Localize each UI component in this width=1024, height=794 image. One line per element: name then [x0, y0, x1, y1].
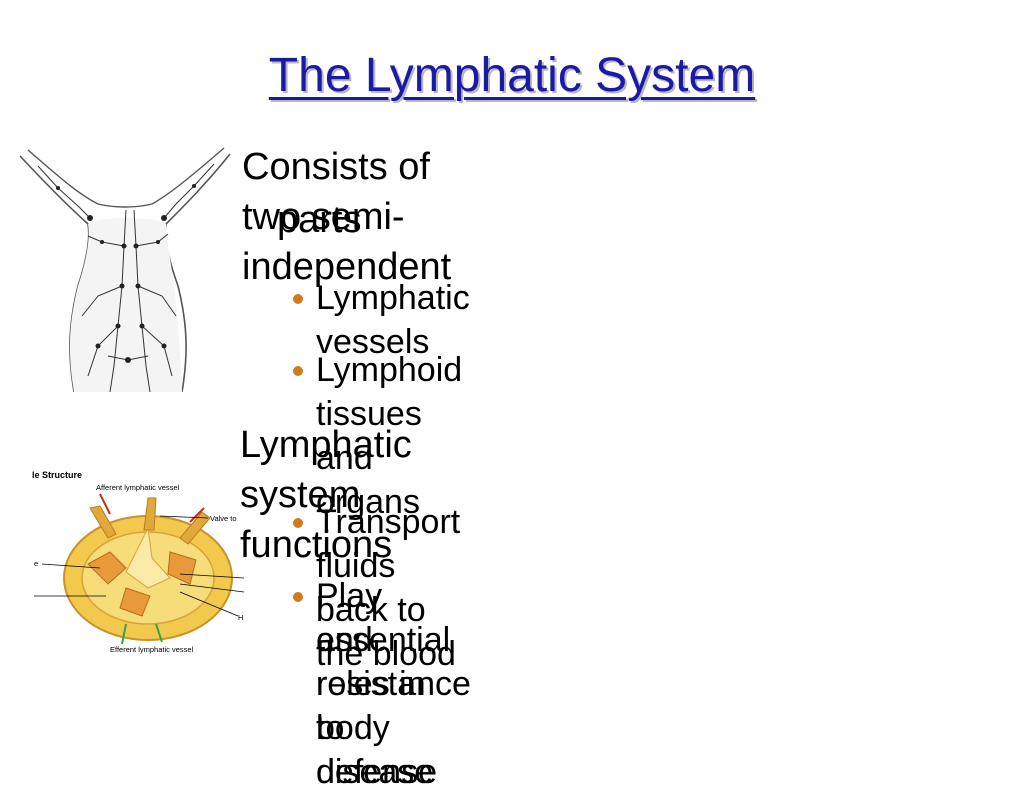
bullet-1-line2: parts [277, 199, 362, 241]
sub-bullet-dot [293, 592, 303, 602]
bullet-1-line1: Consists of two semi-independent [242, 146, 452, 288]
label-h: H [238, 613, 243, 622]
sub-bullet-dot [293, 518, 303, 528]
slide-title-text: The Lymphatic System [268, 49, 756, 102]
sub-bullet-lymphoid-tissues: Lymphoid tissues and organs [316, 351, 463, 521]
label-afferent: Afferent lymphatic vessel [96, 483, 180, 492]
label-e: e [34, 559, 38, 568]
body-lymphatic-illustration [18, 146, 232, 392]
bullet-2: Lymphatic system functions [240, 424, 412, 566]
label-efferent: Efferent lymphatic vessel [110, 645, 194, 654]
slide-title: The Lymphatic System [0, 48, 1024, 103]
sub-bullet-lymphatic-vessels: Lymphatic vessels [316, 279, 470, 361]
sub-bullet-transport-fluids: Transport fluids back to the blood [316, 503, 461, 673]
label-valve: Valve to [210, 514, 237, 523]
sub-bullet-dot [293, 294, 303, 304]
lymph-node-illustration: le Structure Afferent lymphatic vessel V… [32, 470, 245, 654]
node-heading: le Structure [32, 470, 82, 480]
sub-bullet-dot [293, 366, 303, 376]
